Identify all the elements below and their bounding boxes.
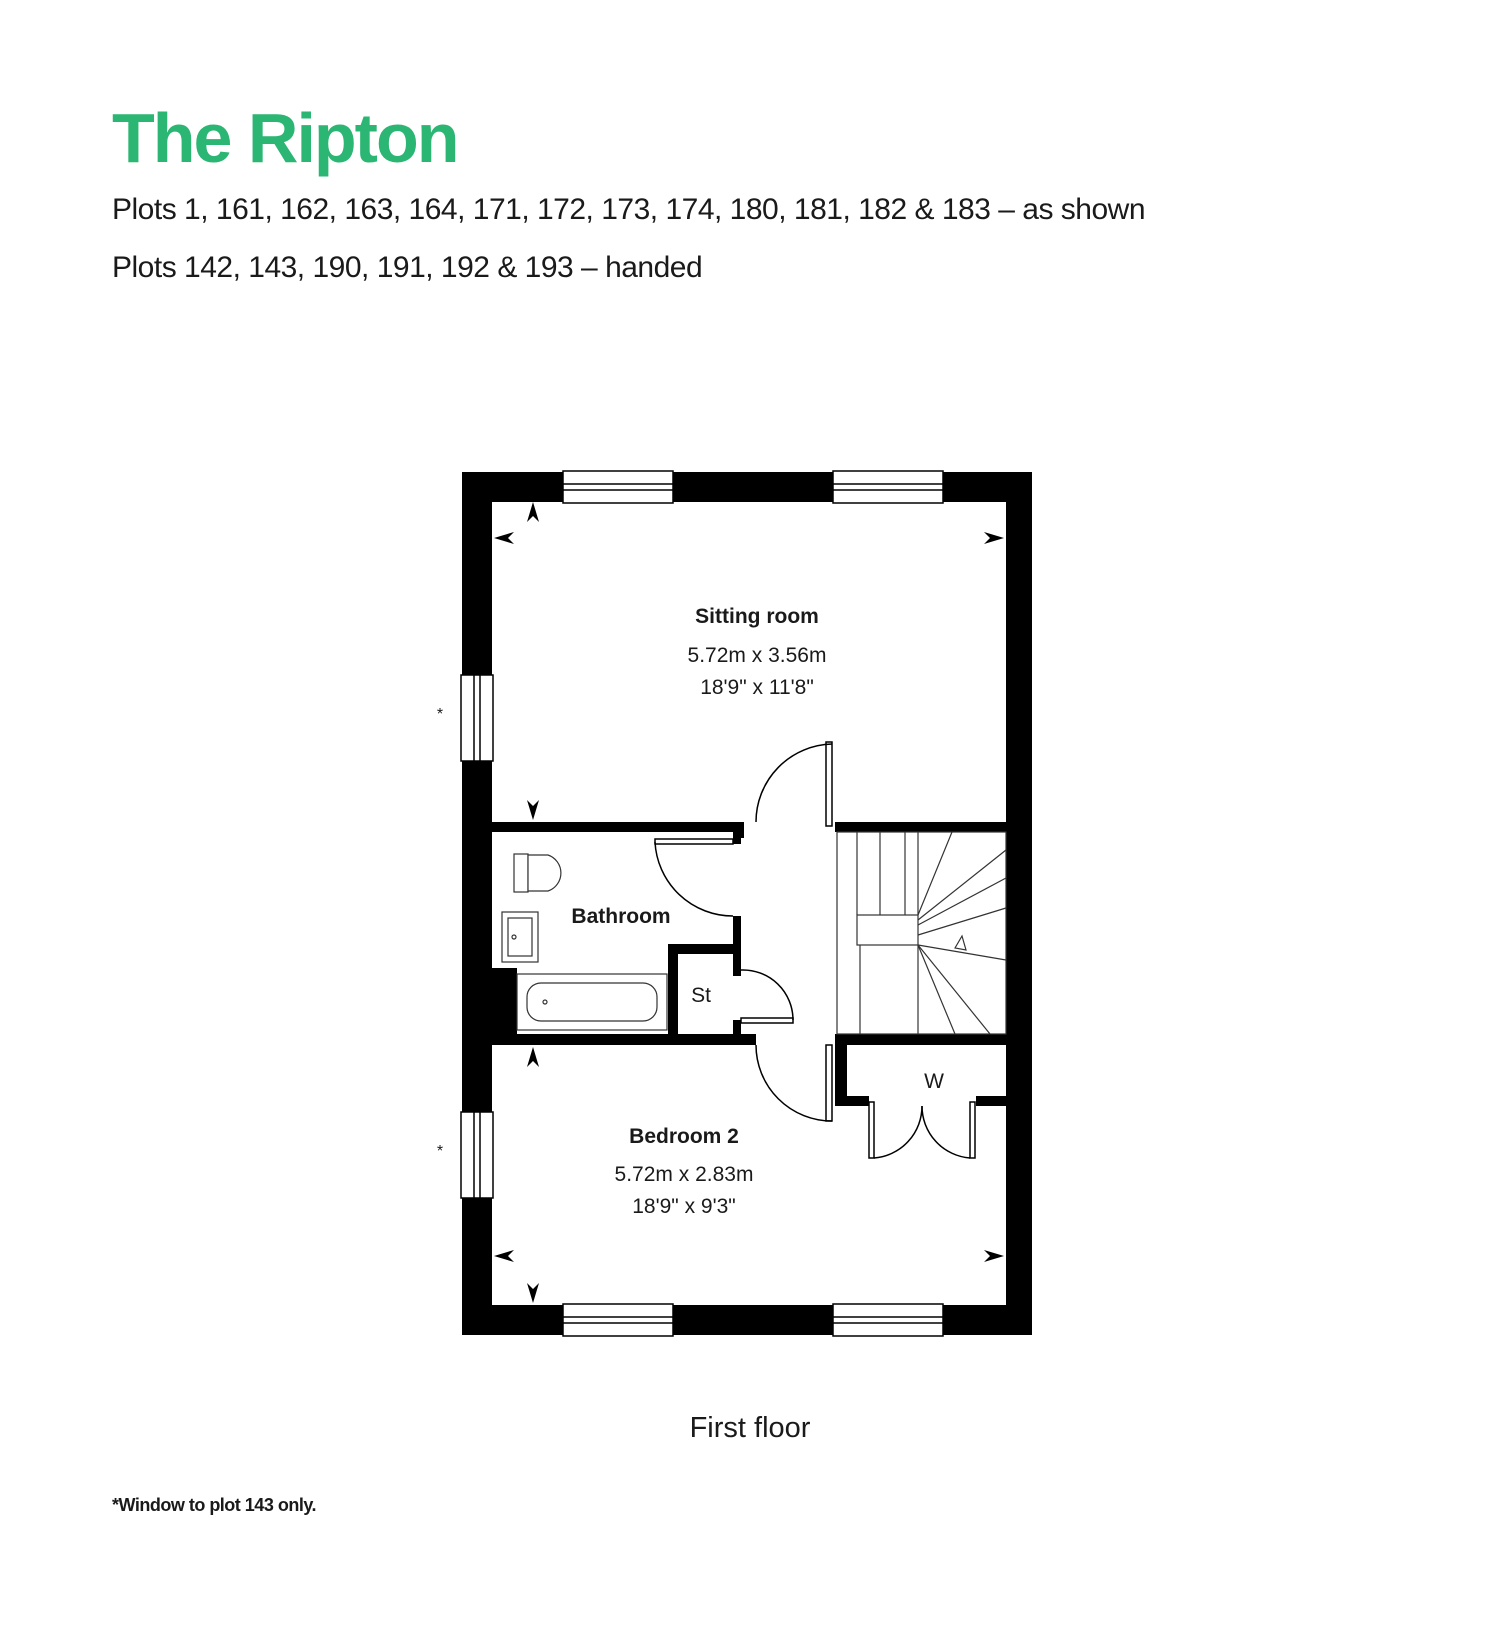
window-bottom-right	[832, 1303, 944, 1337]
outer-walls	[462, 472, 1032, 1335]
bedroom-2-name: Bedroom 2	[629, 1125, 739, 1148]
optional-window-marker: *	[437, 706, 443, 723]
bathroom-fixtures	[501, 853, 668, 1031]
door-wardrobe-left	[868, 1101, 923, 1159]
bathtub	[516, 973, 668, 1031]
arrow-icon	[984, 532, 1004, 544]
store-name: St	[691, 984, 711, 1007]
bathroom-name: Bathroom	[571, 905, 670, 928]
windows	[460, 470, 944, 1337]
doors	[654, 741, 976, 1159]
door-bedroom-2	[755, 1044, 833, 1122]
arrow-icon	[527, 1283, 539, 1303]
window-bottom-left	[562, 1303, 674, 1337]
sitting-room-metric: 5.72m x 3.56m	[688, 644, 827, 667]
footnote: *Window to plot 143 only.	[112, 1495, 317, 1515]
arrow-icon	[527, 1047, 539, 1067]
window-left-lower	[460, 1111, 494, 1199]
wall-right	[1006, 472, 1032, 1335]
staircase	[836, 831, 1007, 1035]
window-left-upper	[460, 674, 494, 762]
sitting-room-imperial: 18'9" x 11'8"	[700, 676, 814, 699]
bedroom-2-metric: 5.72m x 2.83m	[615, 1163, 754, 1186]
page-title: The Ripton	[112, 99, 459, 177]
arrow-icon	[984, 1250, 1004, 1262]
room-labels: Sitting room 5.72m x 3.56m 18'9" x 11'8"…	[437, 605, 944, 1218]
door-bathroom	[654, 838, 734, 917]
window-top-left	[562, 470, 674, 504]
wall-top	[462, 472, 1032, 502]
arrow-icon	[494, 532, 514, 544]
plots-as-shown: Plots 1, 161, 162, 163, 164, 171, 172, 1…	[112, 193, 1146, 226]
wall-left	[462, 472, 492, 1335]
basin	[501, 911, 539, 963]
arrow-icon	[527, 800, 539, 820]
arrow-icon	[494, 1250, 514, 1262]
door-wardrobe-right	[921, 1101, 976, 1159]
plots-handed: Plots 142, 143, 190, 191, 192 & 193 – ha…	[112, 251, 703, 284]
door-store	[740, 969, 794, 1024]
window-top-right	[832, 470, 944, 504]
interior-walls	[492, 822, 1006, 1106]
sitting-room-name: Sitting room	[695, 605, 819, 628]
door-sitting-room	[755, 741, 833, 827]
toilet	[513, 853, 562, 893]
bedroom-2-imperial: 18'9" x 9'3"	[632, 1195, 736, 1218]
optional-window-marker: *	[437, 1143, 443, 1160]
floor-label: First floor	[689, 1412, 811, 1444]
dimension-markers	[494, 502, 1004, 1303]
wardrobe-name: W	[924, 1070, 944, 1093]
wall-bottom	[462, 1305, 1032, 1335]
arrow-icon	[527, 502, 539, 522]
